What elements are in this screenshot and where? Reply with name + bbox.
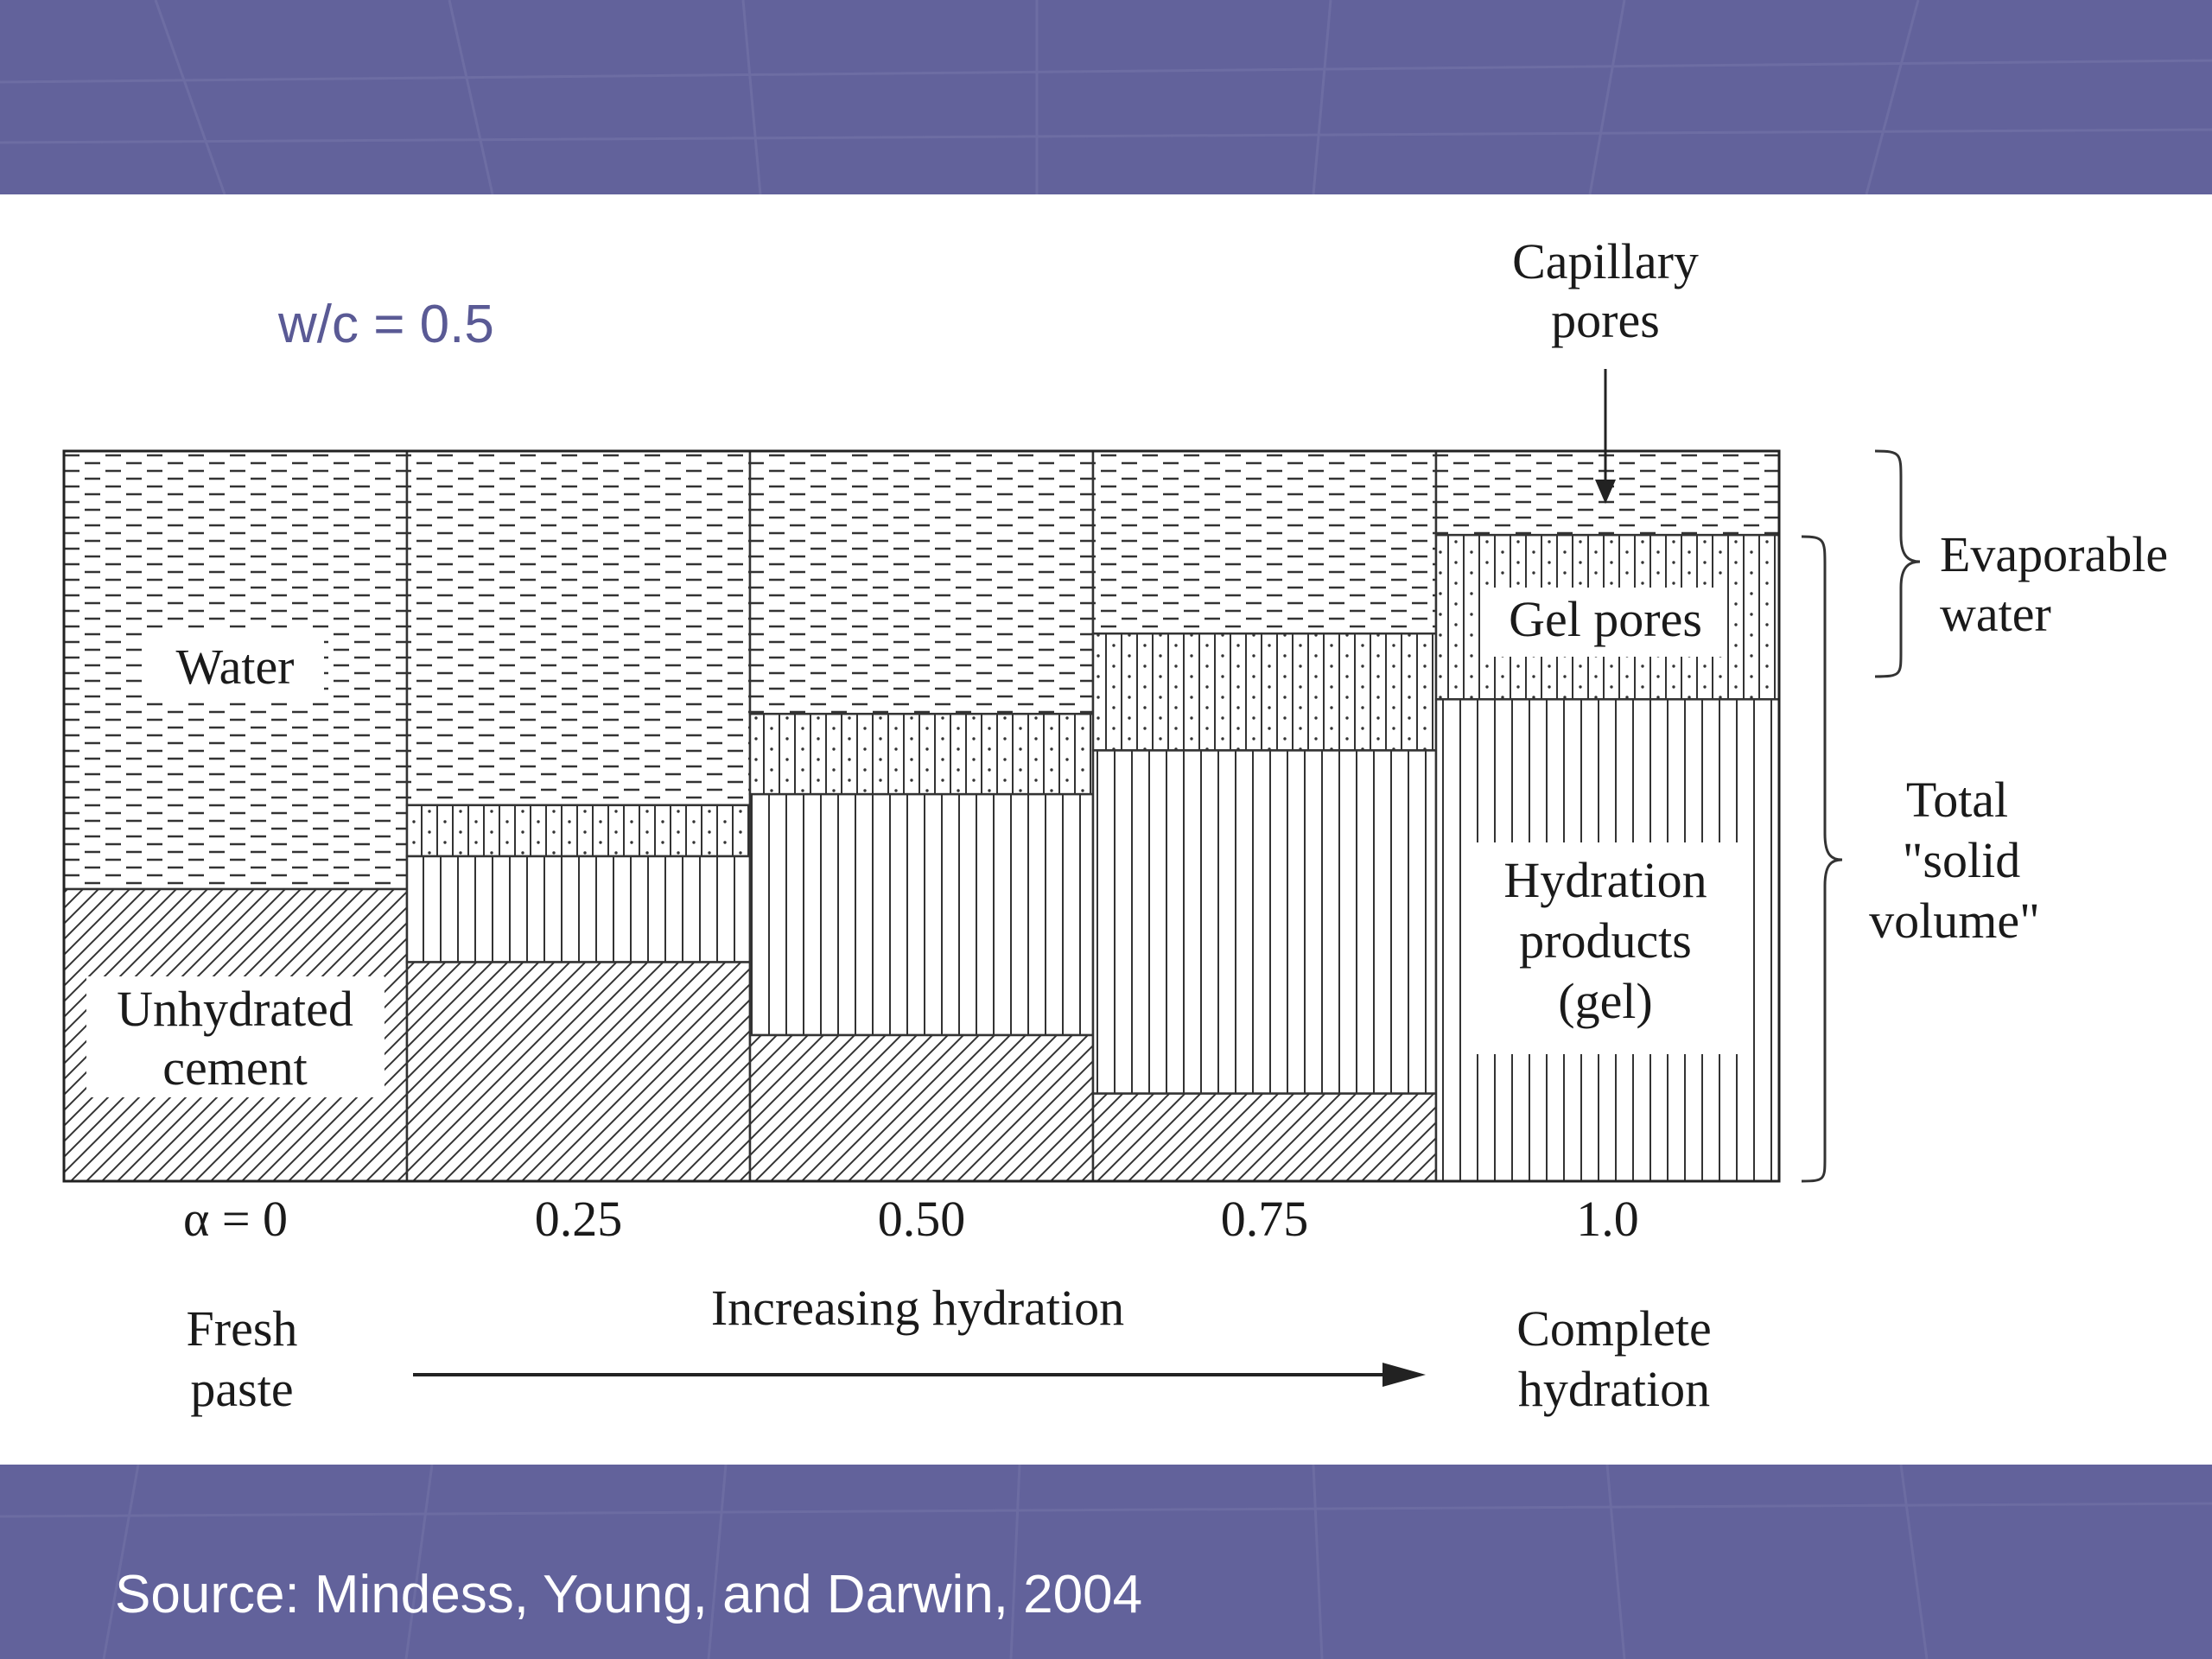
gel-pores-label: Gel pores bbox=[1509, 591, 1702, 647]
stage-3-water-layer bbox=[1091, 449, 1438, 635]
stage-1-gel-pores-layer bbox=[405, 804, 752, 858]
stage-2-hydration-products-layer bbox=[748, 792, 1095, 1037]
capillary-arrow-head bbox=[1595, 480, 1616, 504]
evaporable-water-brace bbox=[1874, 449, 1921, 678]
stage-2-unhydrated-cement-layer bbox=[748, 1033, 1095, 1183]
fresh-paste-line1: Fresh bbox=[187, 1300, 298, 1357]
total-solid-volume-brace bbox=[1801, 535, 1843, 1183]
capillary-label-line2: pores bbox=[1551, 292, 1660, 348]
stage-1-water-layer bbox=[405, 449, 752, 807]
total-label-line1: Total bbox=[1906, 772, 2008, 828]
source-citation: Source: Mindess, Young, and Darwin, 2004 bbox=[115, 1565, 1143, 1624]
fresh-paste-line2: paste bbox=[190, 1361, 293, 1417]
evaporable-label-line1: Evaporable bbox=[1940, 526, 2168, 582]
stage-2-gel-pores-layer bbox=[748, 712, 1095, 796]
stage-1-hydration-products-layer bbox=[405, 855, 752, 963]
water-cement-ratio-label: w/c = 0.5 bbox=[278, 295, 494, 354]
water-label-bg bbox=[143, 631, 324, 700]
stage-label-3: 0.75 bbox=[1221, 1191, 1309, 1247]
gel-pores-label-bg bbox=[1484, 588, 1725, 657]
top-band-pattern bbox=[0, 0, 2212, 194]
stage-1-unhydrated-cement-layer bbox=[405, 961, 752, 1183]
hydration-label-line3: (gel) bbox=[1558, 973, 1653, 1029]
total-label-line3: volume" bbox=[1869, 893, 2040, 949]
stage-label-4: 1.0 bbox=[1576, 1191, 1639, 1247]
stage-2-water-layer bbox=[748, 449, 1095, 715]
unhydrated-label-bg bbox=[86, 976, 385, 1097]
hydration-diagram: Water Unhydrated cement Gel pores Hydrat… bbox=[62, 233, 2168, 1417]
bottom-band-pattern bbox=[0, 1465, 2212, 1659]
increasing-hydration-arrow-head bbox=[1382, 1363, 1426, 1387]
hydration-label-bg bbox=[1469, 842, 1742, 1054]
increasing-hydration-label: Increasing hydration bbox=[711, 1280, 1124, 1336]
complete-hydration-line1: Complete bbox=[1516, 1300, 1712, 1357]
evaporable-label-line2: water bbox=[1940, 586, 2051, 642]
complete-hydration-line2: hydration bbox=[1518, 1361, 1710, 1417]
diagram-frame bbox=[62, 449, 1781, 1183]
unhydrated-label-line2: cement bbox=[162, 1039, 307, 1096]
hydration-label-line1: Hydration bbox=[1503, 852, 1707, 908]
stage-3-unhydrated-cement-layer bbox=[1091, 1092, 1438, 1183]
unhydrated-label-line1: Unhydrated bbox=[117, 981, 353, 1037]
hydration-label-line2: products bbox=[1519, 912, 1692, 969]
top-band bbox=[0, 0, 2212, 194]
stage-label-0: α = 0 bbox=[183, 1191, 288, 1247]
stage-3-gel-pores-layer bbox=[1091, 632, 1438, 752]
total-label-line2: "solid bbox=[1903, 832, 2020, 888]
bottom-band bbox=[0, 1465, 2212, 1659]
stage-label-1: 0.25 bbox=[535, 1191, 623, 1247]
water-label: Water bbox=[175, 639, 294, 695]
stage-label-2: 0.50 bbox=[878, 1191, 966, 1247]
stage-3-hydration-products-layer bbox=[1091, 749, 1438, 1095]
slide-content: w/c = 0.5 Water bbox=[0, 194, 2212, 1465]
capillary-label-line1: Capillary bbox=[1512, 233, 1699, 289]
